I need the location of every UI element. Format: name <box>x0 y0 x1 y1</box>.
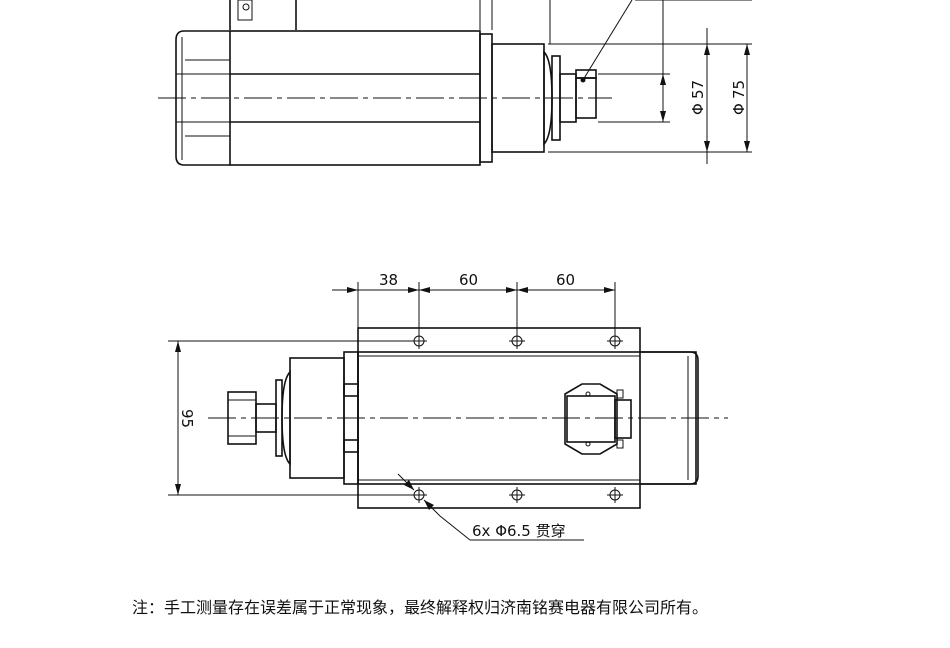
footer-note: 注：手工测量存在误差属于正常现象，最终解释权归济南铭赛电器有限公司所有。 <box>132 598 709 617</box>
mounting-holes <box>411 333 623 503</box>
hole-callout: 6x Φ6.5 贯穿 <box>472 522 566 540</box>
dim-60-second: 60 <box>556 271 575 289</box>
dim-dia-57-symbol: Φ <box>689 103 707 115</box>
plan-junction-box <box>564 383 632 455</box>
dim-38: 38 <box>379 271 398 289</box>
dim-60-first: 60 <box>459 271 478 289</box>
dim-dia-75-symbol: Φ <box>730 103 748 115</box>
top-view: Φ 57 Φ 75 <box>158 0 752 166</box>
bottom-view: 38 60 60 95 6x Φ6.5 贯穿 <box>168 271 728 541</box>
dim-dia-75: 75 <box>730 80 748 99</box>
dim-dia-57: 57 <box>689 80 707 99</box>
dim-95: 95 <box>178 409 196 428</box>
junction-box <box>229 0 551 44</box>
